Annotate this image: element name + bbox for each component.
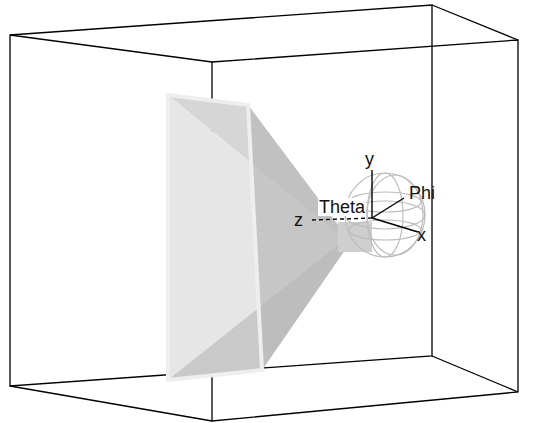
axes	[312, 170, 418, 232]
angle-label: Theta	[318, 198, 366, 216]
axis-label: x	[416, 226, 427, 244]
axis-label: y	[364, 150, 375, 168]
cube-wireframe	[10, 5, 518, 421]
horn-antenna	[168, 95, 372, 380]
axis-label: z	[293, 211, 304, 229]
angle-label: Phi	[408, 184, 436, 202]
